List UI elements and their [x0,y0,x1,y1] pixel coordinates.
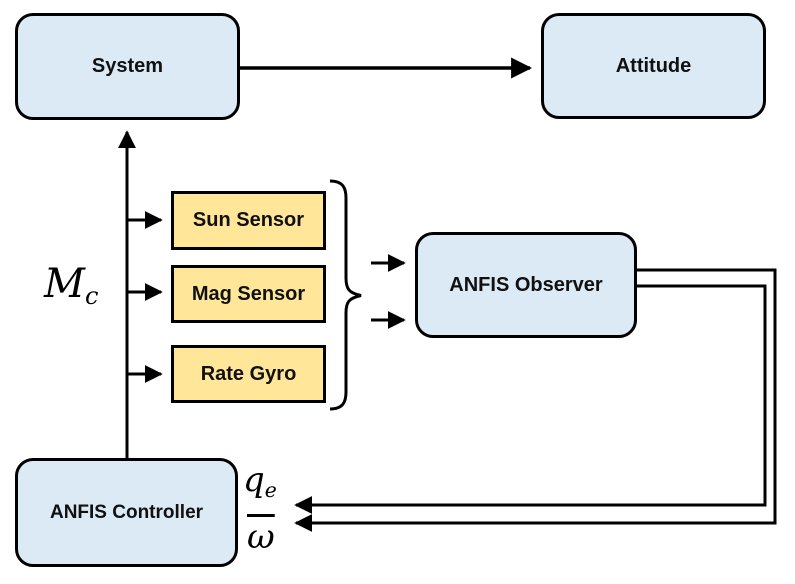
label-control-torque-base: M [44,261,85,307]
node-mag-sensor: Mag Sensor [171,265,326,323]
node-system: System [15,13,240,120]
node-system-label: System [91,55,164,77]
arrow-observer-omega-feedback [294,268,777,532]
node-attitude: Attitude [541,13,766,119]
label-omega-bar-base: ω [247,517,275,557]
node-anfis-observer: ANFIS Observer [415,232,637,338]
node-rate-gyro-label: Rate Gyro [200,362,297,385]
node-mag-sensor-label: Mag Sensor [191,282,306,305]
node-sun-sensor: Sun Sensor [171,191,326,250]
label-quaternion-error-sub: e [264,478,277,503]
node-anfis-controller-label: ANFIS Controller [49,501,204,523]
node-anfis-observer-label: ANFIS Observer [449,273,603,296]
node-sun-sensor-label: Sun Sensor [192,209,305,231]
sensor-group-brace [329,179,362,411]
label-quaternion-error-base: q [243,460,265,500]
arrow-observer-qe-feedback [294,284,767,514]
node-anfis-controller: ANFIS Controller [15,458,238,567]
node-rate-gyro: Rate Gyro [171,345,326,403]
label-control-torque: Mc [44,264,98,308]
label-quaternion-error: qe [243,463,277,501]
label-omega-bar: ω [247,520,275,554]
label-control-torque-sub: c [84,282,99,311]
node-attitude-label: Attitude [615,54,692,77]
